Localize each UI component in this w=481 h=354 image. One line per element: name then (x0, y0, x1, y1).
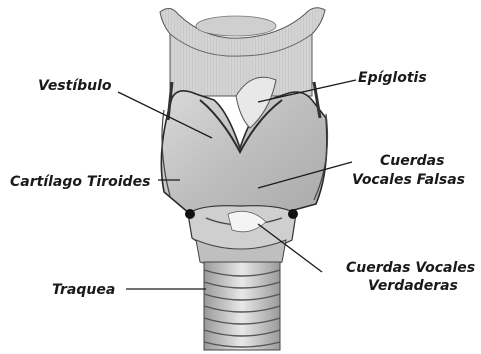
label-cuerdas-verdaderas-line1: Cuerdas Vocales (346, 260, 475, 276)
label-epiglotis: Epíglotis (358, 70, 427, 86)
label-cuerdas-falsas-line1: Cuerdas (380, 153, 444, 169)
label-cuerdas-verdaderas-line2: Verdaderas (368, 278, 458, 294)
label-traquea: Traquea (52, 282, 115, 298)
trachea (204, 260, 280, 350)
label-cartilago-tiroides: Cartílago Tiroides (10, 174, 150, 190)
hyoid-region (160, 8, 325, 96)
label-vestibulo: Vestíbulo (38, 78, 112, 94)
label-cuerdas-falsas-line2: Vocales Falsas (352, 172, 465, 188)
